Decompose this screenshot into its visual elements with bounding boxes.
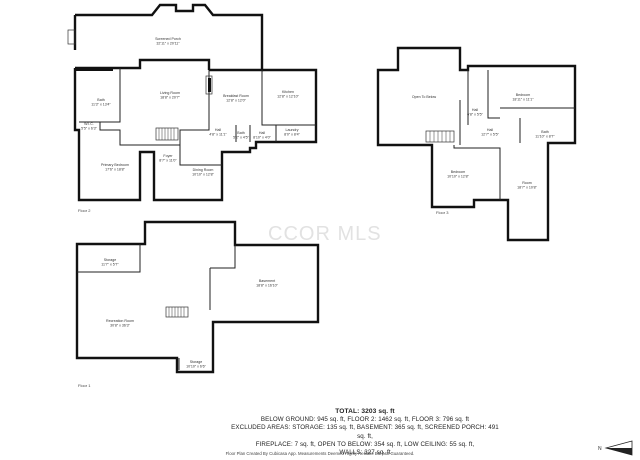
room-dims: 11'3" x 13'4" — [91, 103, 111, 107]
room-dims: 32'11" x 20'11" — [156, 42, 180, 46]
room-name: Breakfast Room — [223, 94, 249, 98]
floor-label: Floor 3 — [436, 210, 449, 215]
room-name: Hall — [487, 128, 493, 132]
floor-2-exterior-walls — [73, 68, 318, 202]
watermark: CCOR MLS — [268, 223, 382, 245]
room-name: Bath — [97, 98, 104, 102]
room-dims: 10'10" x 6'6" — [186, 365, 206, 369]
floor-3-stair — [425, 130, 455, 143]
room-dims: 10'10" x 12'8" — [192, 173, 214, 177]
footer-disclaimer: Floor Plan Created By Cubicasa App. Meas… — [225, 451, 415, 456]
screened-porch-walls — [75, 3, 264, 72]
room-dims: 30'8" x 36'3" — [110, 324, 130, 328]
room-dims: 18'11" x 11'1" — [512, 98, 534, 102]
room-dims: 8'0" x 8'4" — [284, 133, 300, 137]
floor-1-plan: Storage 11'7" x 5'7" Basement 18'8" x 16… — [75, 220, 320, 388]
floor-1-stair — [165, 306, 189, 318]
summary-line: EXCLUDED AREAS: STORAGE: 135 sq. ft, BAS… — [231, 424, 499, 440]
compass-label: N — [598, 446, 602, 452]
chimney — [67, 29, 76, 45]
room-dims: 6'8" x 5'5" — [467, 113, 483, 117]
room-dims: 12'8" x 12'10" — [277, 95, 299, 99]
north-arrow-icon: N — [598, 440, 633, 456]
room-name: Kitchen — [282, 90, 294, 94]
room-name: Open To Below — [412, 95, 437, 99]
room-dims: 18'8" x 20'7" — [160, 96, 180, 100]
room-dims: 12'8" x 12'0" — [226, 99, 246, 103]
floor-1-exterior-walls — [75, 220, 320, 374]
room-name: Living Room — [160, 91, 180, 95]
room-name: Bedroom — [451, 170, 466, 174]
floor-2-stair — [155, 127, 179, 141]
room-dims: 8'7" x 11'0" — [159, 159, 177, 163]
room-dims: 5'2" x 4'5" — [233, 136, 249, 140]
summary-line: WALLS: 327 sq. ft — [339, 449, 391, 457]
area-summary: TOTAL: 3203 sq. ft BELOW GROUND: 945 sq.… — [230, 408, 500, 457]
room-name: Bedroom — [516, 93, 531, 97]
room-dims: 8'10" x 4'0" — [253, 136, 271, 140]
room-name: Dining Room — [193, 168, 214, 172]
room-dims: 10'10" x 12'8" — [447, 175, 469, 179]
floor-3-exterior-walls — [376, 46, 577, 242]
room-name: Room — [522, 181, 532, 185]
room-dims: 18'7" x 10'8" — [517, 186, 537, 190]
room-dims: 11'7" x 5'7" — [101, 263, 119, 267]
room-dims: 5'5" x 6'3" — [81, 127, 97, 131]
floor-label: Floor 1 — [78, 383, 91, 388]
room-name: Bath — [237, 131, 244, 135]
room-dims: 11'10" x 8'7" — [535, 135, 555, 139]
room-dims: 12'7" x 5'5" — [481, 133, 499, 137]
room-name: Hall — [472, 108, 478, 112]
room-name: Laundry — [286, 128, 299, 132]
room-name: W.I.C. — [84, 122, 94, 126]
summary-line: FIREPLACE: 7 sq. ft, OPEN TO BELOW: 354 … — [255, 440, 475, 448]
room-name: Hall — [259, 131, 265, 135]
room-name: Foyer — [163, 154, 173, 158]
summary-line: BELOW GROUND: 945 sq. ft, FLOOR 2: 1462 … — [260, 416, 470, 424]
room-name: Storage — [190, 360, 203, 364]
room-name: Basement — [259, 279, 275, 283]
room-name: Bath — [541, 130, 548, 134]
room-name: Screened Porch — [155, 37, 181, 41]
room-dims: 17'6" x 18'8" — [105, 168, 125, 172]
floor-2-plan: Screened Porch 32'11" x 20'11" Living Ro… — [67, 3, 318, 213]
floor-label: Floor 2 — [78, 208, 91, 213]
room-dims: 4'8" x 11'1" — [209, 133, 227, 137]
room-dims: 18'8" x 16'10" — [256, 284, 278, 288]
room-name: Storage — [104, 258, 117, 262]
room-name: Primary Bedroom — [101, 163, 129, 167]
counter — [75, 67, 113, 71]
room-name: Hall — [215, 128, 221, 132]
room-name: Recreation Room — [106, 319, 134, 323]
total-area: TOTAL: 3203 sq. ft — [335, 408, 395, 415]
floor-3-plan: Open To Below Bedroom 18'11" x 11'1" Hal… — [376, 46, 577, 242]
